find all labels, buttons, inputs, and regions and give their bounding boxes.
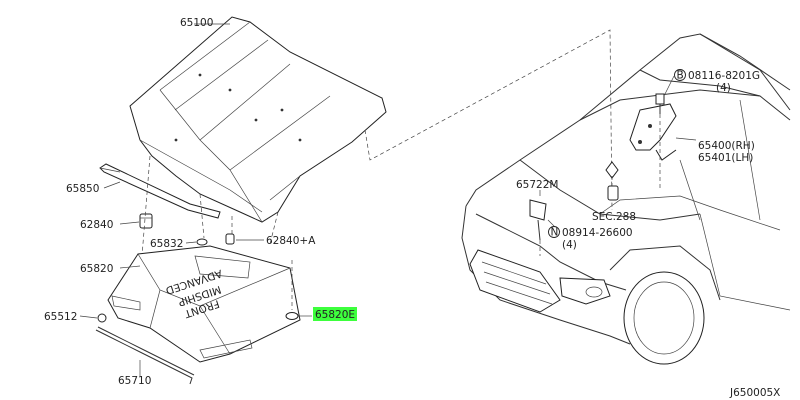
label-buffer-side: 62840+A — [266, 235, 316, 247]
label-rod: 65710 — [118, 375, 151, 387]
diagram-id: J650005X — [729, 387, 780, 399]
hood-hinge — [629, 103, 677, 161]
buffer-part — [139, 213, 153, 229]
lock-stay — [529, 199, 547, 241]
label-hinge-lh: 65401(LH) — [698, 152, 753, 164]
clip-part — [196, 238, 208, 246]
circle-b-letter: B — [677, 70, 684, 82]
label-hood: 65100 — [180, 17, 213, 29]
leader-buffer — [119, 221, 140, 225]
label-nut: 08914-26600 — [562, 227, 633, 239]
hood-panel — [129, 16, 387, 223]
grommet-part — [97, 313, 107, 323]
label-section-ref: SEC.288 — [592, 211, 636, 223]
support-rod — [95, 326, 195, 385]
label-clip: 65832 — [150, 238, 183, 250]
leader-insulator — [119, 265, 141, 269]
vehicle-body — [461, 33, 791, 365]
hinge-bolt — [655, 93, 665, 114]
circle-n-letter: N — [551, 227, 559, 239]
label-buffer: 62840 — [80, 219, 113, 231]
striker-parts — [605, 161, 619, 201]
label-hinge-bolt-qty: (4) — [716, 82, 731, 94]
insulator-clip-highlight — [313, 307, 357, 321]
buffer-side-part — [225, 233, 235, 245]
hood-seal-strip — [99, 163, 221, 219]
insulator-clip-part — [285, 312, 299, 320]
label-nut-qty: (4) — [562, 239, 577, 251]
label-insulator: 65820 — [80, 263, 113, 275]
label-hinge-bolt: 08116-8201G — [688, 70, 760, 82]
leader-hood-seal — [103, 181, 121, 189]
label-grommet: 65512 — [44, 311, 77, 323]
circle-b-marker — [674, 69, 686, 81]
leader-hinge — [675, 137, 697, 141]
label-hood-seal: 65850 — [66, 183, 99, 195]
leader-grommet — [79, 315, 98, 319]
label-lock-stay: 65722M — [516, 179, 558, 191]
circle-n-marker — [548, 226, 560, 238]
label-insulator-clip: 65820E — [315, 309, 355, 321]
leader-clip — [185, 241, 197, 244]
hood-insulator: FRONT MIDSHIP ADVANCED — [107, 245, 301, 363]
label-hinge-rh: 65400(RH) — [698, 140, 755, 152]
leader-hinge-bolt — [663, 75, 675, 97]
